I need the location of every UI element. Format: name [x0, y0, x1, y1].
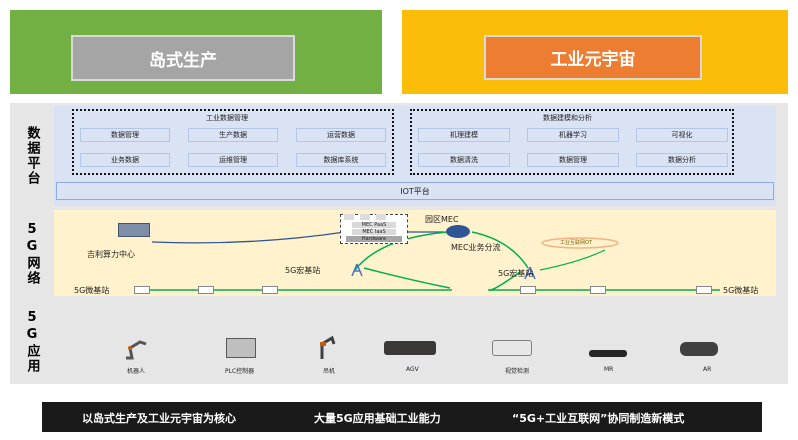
- macro-right-label: 5G宏基站: [498, 269, 534, 278]
- mgmt-chip: 数据管理: [80, 128, 170, 142]
- ot-ring: [541, 237, 619, 249]
- micro-station-icon: [520, 286, 536, 294]
- crane-icon: [318, 334, 336, 360]
- modeling-chip: 机理建模: [418, 128, 510, 142]
- mgmt-chip: 生产数据: [188, 128, 278, 142]
- app-label: MR: [604, 366, 614, 373]
- router-icon: [446, 225, 470, 238]
- link-jili-mec: [151, 231, 346, 244]
- macro-left-label: 5G宏基站: [285, 266, 321, 275]
- micro-right-label: 5G微基站: [723, 286, 759, 295]
- mgmt-chip: 运营数据: [296, 128, 386, 142]
- apps-5g-label: 5G应用: [24, 310, 40, 374]
- modeling-chip: 数据清洗: [418, 153, 510, 167]
- industrial-data-mgmt-title: 工业数据管理: [206, 114, 248, 122]
- app-label: 机器人: [127, 368, 146, 375]
- summary-item-3: “5G+工业互联网”协同制造新模式: [512, 412, 685, 425]
- modeling-chip: 可视化: [636, 128, 728, 142]
- micro-station-icon: [198, 286, 214, 294]
- mgmt-chip: 业务数据: [80, 153, 170, 167]
- mr-glasses-icon: [588, 344, 628, 357]
- app-label: 吊机: [323, 368, 336, 375]
- network-area: [54, 210, 776, 296]
- micro-station-icon: [262, 286, 278, 294]
- mgmt-chip: 运维管理: [188, 153, 278, 167]
- macro-tower-icon: [523, 265, 537, 280]
- macro-tower-icon: [350, 262, 364, 277]
- mec-paas-label: MEC PaaS: [352, 222, 396, 228]
- app-label: AGV: [406, 366, 419, 373]
- mec-split-label: MEC业务分流: [451, 243, 501, 252]
- data-modeling-title: 数据建模和分析: [543, 114, 592, 122]
- server-icon: [118, 223, 150, 237]
- link-mec-macro-right: [471, 231, 529, 269]
- summary-item-2: 大量5G应用基础工业能力: [314, 412, 441, 425]
- ot-ring-label: 工业互联网OT: [560, 240, 592, 246]
- data-platform-label: 数据平台: [24, 126, 40, 186]
- plc-controller-icon: [226, 338, 256, 358]
- app-label: PLC控制器: [225, 368, 255, 375]
- link-macro-left-down: [363, 267, 451, 289]
- agv-icon: [384, 341, 436, 355]
- micro-left-label: 5G微基站: [74, 286, 110, 295]
- app-label: AR: [703, 366, 712, 373]
- summary-bar: 以岛式生产及工业元宇宙为核心 大量5G应用基础工业能力 “5G+工业互联网”协同…: [42, 402, 762, 432]
- micro-station-icon: [696, 286, 712, 294]
- mgmt-chip: 数据库系统: [296, 153, 386, 167]
- data-modeling-group: [410, 109, 734, 175]
- app-label: 视觉检测: [505, 368, 530, 375]
- modeling-chip: 数据分析: [636, 153, 728, 167]
- industrial-data-mgmt-group: [72, 109, 394, 175]
- modeling-chip: 数据管理: [527, 153, 619, 167]
- mec-iaas-label: MEC IaaS: [352, 229, 396, 235]
- summary-item-1: 以岛式生产及工业元宇宙为核心: [82, 412, 236, 425]
- micro-station-icon: [590, 286, 606, 294]
- micro-station-icon: [134, 286, 150, 294]
- vision-camera-icon: [492, 340, 532, 356]
- hardware-label: Hardware: [346, 236, 402, 242]
- iot-platform-bar: IOT平台: [56, 182, 774, 200]
- robot-arm-icon: [122, 336, 150, 360]
- link-mec-macro-left: [354, 231, 449, 271]
- island-production-title: 岛式生产: [71, 35, 295, 81]
- network-5g-label: 5G网络: [24, 222, 40, 286]
- park-mec-label: 园区MEC: [425, 215, 459, 224]
- ar-headset-icon: [680, 342, 718, 356]
- link-ring: [539, 249, 606, 271]
- jili-compute-label: 吉利算力中心: [87, 250, 135, 259]
- industrial-metaverse-title: 工业元宇宙: [484, 35, 702, 80]
- modeling-chip: 机器学习: [527, 128, 619, 142]
- mec-app-slots: [344, 214, 386, 220]
